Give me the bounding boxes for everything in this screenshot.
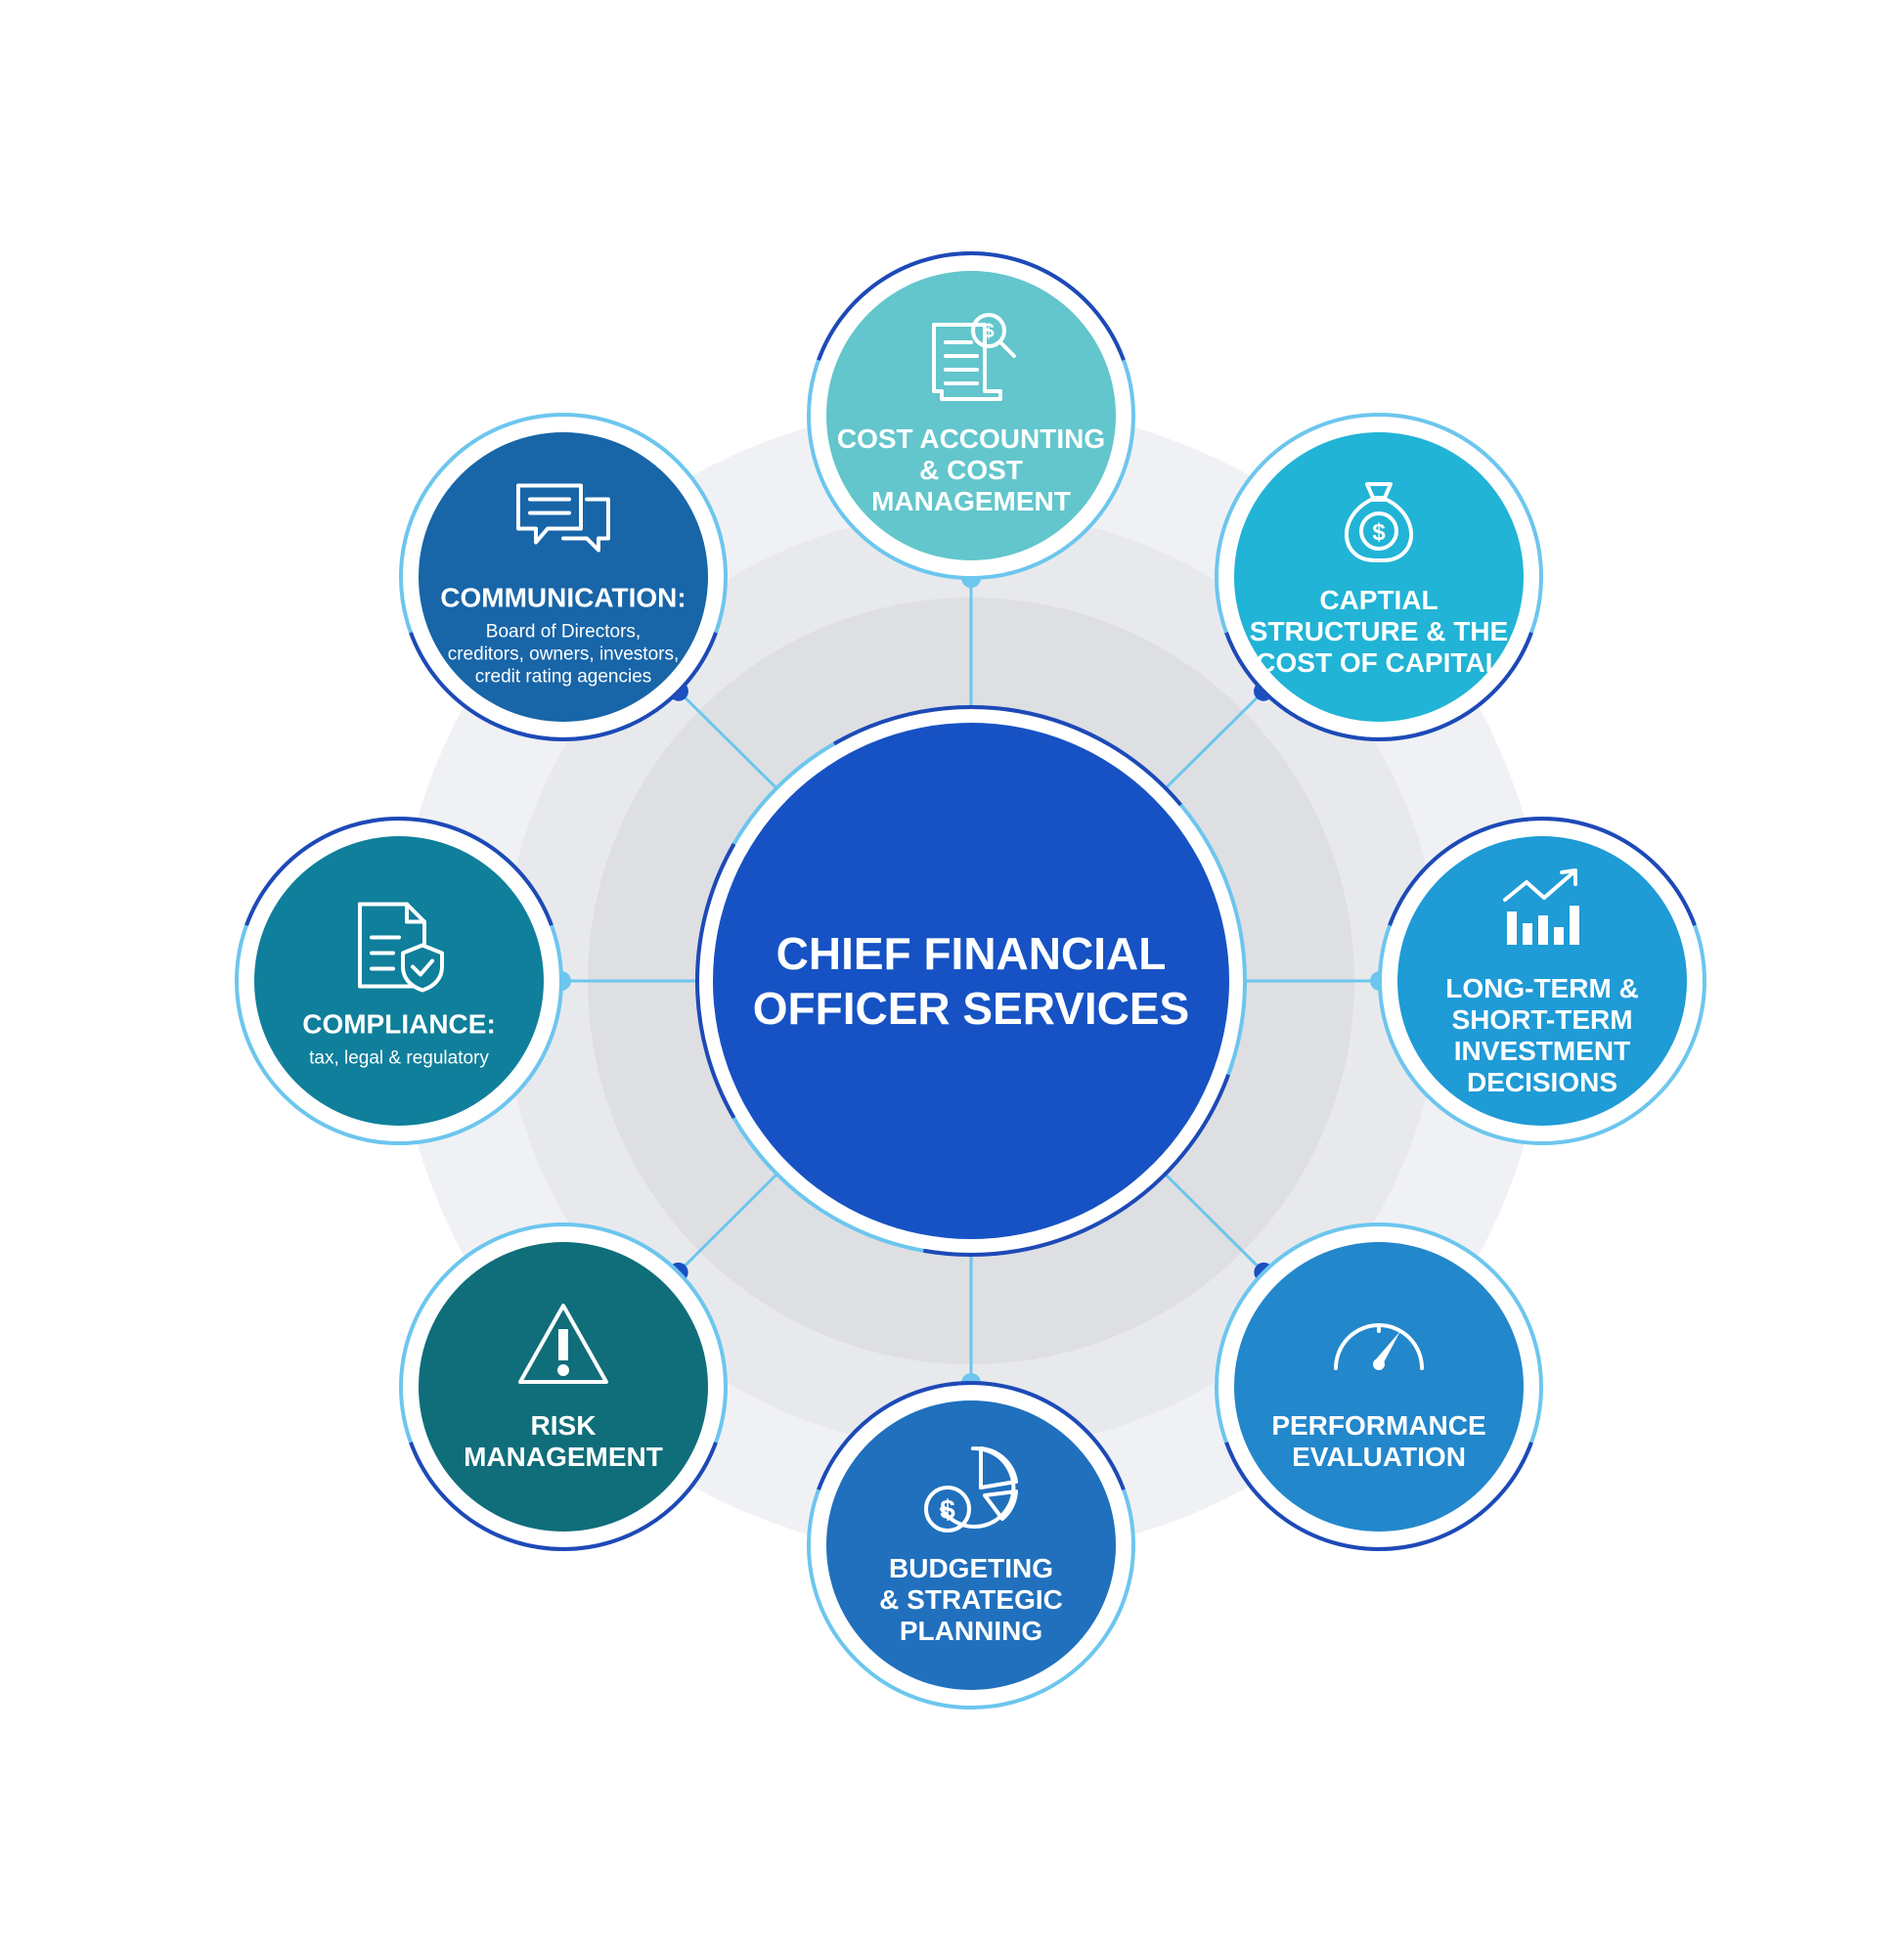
node-title: STRUCTURE & THE bbox=[1250, 616, 1508, 646]
node-title: & STRATEGIC bbox=[879, 1584, 1063, 1615]
node-compliance: COMPLIANCE: tax, legal & regulatory bbox=[235, 817, 563, 1145]
node-circle bbox=[419, 1242, 708, 1532]
node-subtitle: Board of Directors, bbox=[486, 622, 641, 643]
node-outline-accent bbox=[409, 1442, 718, 1552]
node-title: CAPTIAL bbox=[1319, 585, 1438, 615]
node-outline-accent bbox=[1388, 816, 1697, 926]
center-title-line-2: OFFICER SERVICES bbox=[753, 983, 1189, 1034]
node-title: COMMUNICATION: bbox=[440, 583, 686, 613]
center-hub: CHIEF FINANCIAL OFFICER SERVICES bbox=[695, 705, 1247, 1257]
speedometer-icon bbox=[1334, 1323, 1424, 1370]
money-bag-icon: $ bbox=[1344, 482, 1414, 562]
bar-chart-growth-icon bbox=[1503, 868, 1579, 945]
node-title: INVESTMENT bbox=[1454, 1036, 1630, 1066]
svg-text:$: $ bbox=[940, 1494, 955, 1525]
service-nodes: $COST ACCOUNTING& COSTMANAGEMENT$CAPTIAL… bbox=[235, 250, 1706, 1710]
node-title: MANAGEMENT bbox=[464, 1442, 663, 1472]
node-outline-accent bbox=[244, 817, 553, 926]
pie-chart-dollar-icon: $ bbox=[924, 1445, 1018, 1533]
center-outline-accent bbox=[695, 843, 736, 1119]
node-circle bbox=[826, 1400, 1116, 1690]
connector-lines bbox=[552, 568, 1390, 1393]
node-circle bbox=[1234, 432, 1524, 722]
node-title: BUDGETING bbox=[889, 1553, 1053, 1583]
chat-bubbles-icon bbox=[516, 483, 610, 553]
document-magnifier-dollar-icon: $ bbox=[932, 313, 1016, 401]
node-title: LONG-TERM & bbox=[1445, 973, 1639, 1003]
svg-text:$: $ bbox=[983, 321, 994, 342]
center-outline-accent bbox=[923, 1074, 1230, 1257]
node-circle bbox=[254, 836, 544, 1126]
warning-triangle-icon bbox=[518, 1304, 608, 1384]
center-circle bbox=[713, 723, 1229, 1239]
node-title: RISK bbox=[531, 1410, 597, 1441]
node-outline-accent bbox=[1224, 632, 1533, 742]
node-circle bbox=[1234, 1242, 1524, 1532]
node-title: PLANNING bbox=[900, 1616, 1042, 1646]
connector-line bbox=[677, 689, 781, 793]
node-circle bbox=[419, 432, 708, 722]
node-subtitle: creditors, owners, investors, bbox=[448, 645, 680, 665]
connector-line bbox=[1160, 1169, 1265, 1273]
node-title: PERFORMANCE bbox=[1271, 1410, 1485, 1441]
document-shield-icon bbox=[358, 902, 444, 993]
svg-text:$: $ bbox=[1372, 519, 1386, 546]
node-outline-accent bbox=[1224, 1442, 1533, 1552]
node-title: DECISIONS bbox=[1467, 1067, 1617, 1097]
node-title: SHORT-TERM bbox=[1451, 1004, 1632, 1035]
node-title: MANAGEMENT bbox=[871, 486, 1071, 516]
node-title: EVALUATION bbox=[1292, 1442, 1466, 1472]
node-title: COST ACCOUNTING bbox=[837, 423, 1105, 454]
node-title: & COST bbox=[919, 455, 1023, 485]
node-title: COST OF CAPITAL bbox=[1256, 647, 1501, 678]
node-outline-accent bbox=[817, 1380, 1126, 1490]
node-circle bbox=[1397, 836, 1687, 1126]
node-outline-accent bbox=[817, 250, 1126, 361]
node-communication: COMMUNICATION: Board of Directors,credito… bbox=[399, 413, 728, 741]
connector-line bbox=[1161, 689, 1265, 793]
node-circle bbox=[826, 271, 1116, 560]
center-title-line-1: CHIEF FINANCIAL bbox=[776, 928, 1167, 979]
node-title: COMPLIANCE: bbox=[302, 1009, 496, 1040]
center-outline-accent bbox=[833, 705, 1183, 807]
node-subtitle: tax, legal & regulatory bbox=[309, 1048, 489, 1069]
node-outline-accent bbox=[409, 632, 718, 741]
connector-line bbox=[677, 1169, 782, 1273]
node-subtitle: credit rating agencies bbox=[475, 667, 652, 688]
